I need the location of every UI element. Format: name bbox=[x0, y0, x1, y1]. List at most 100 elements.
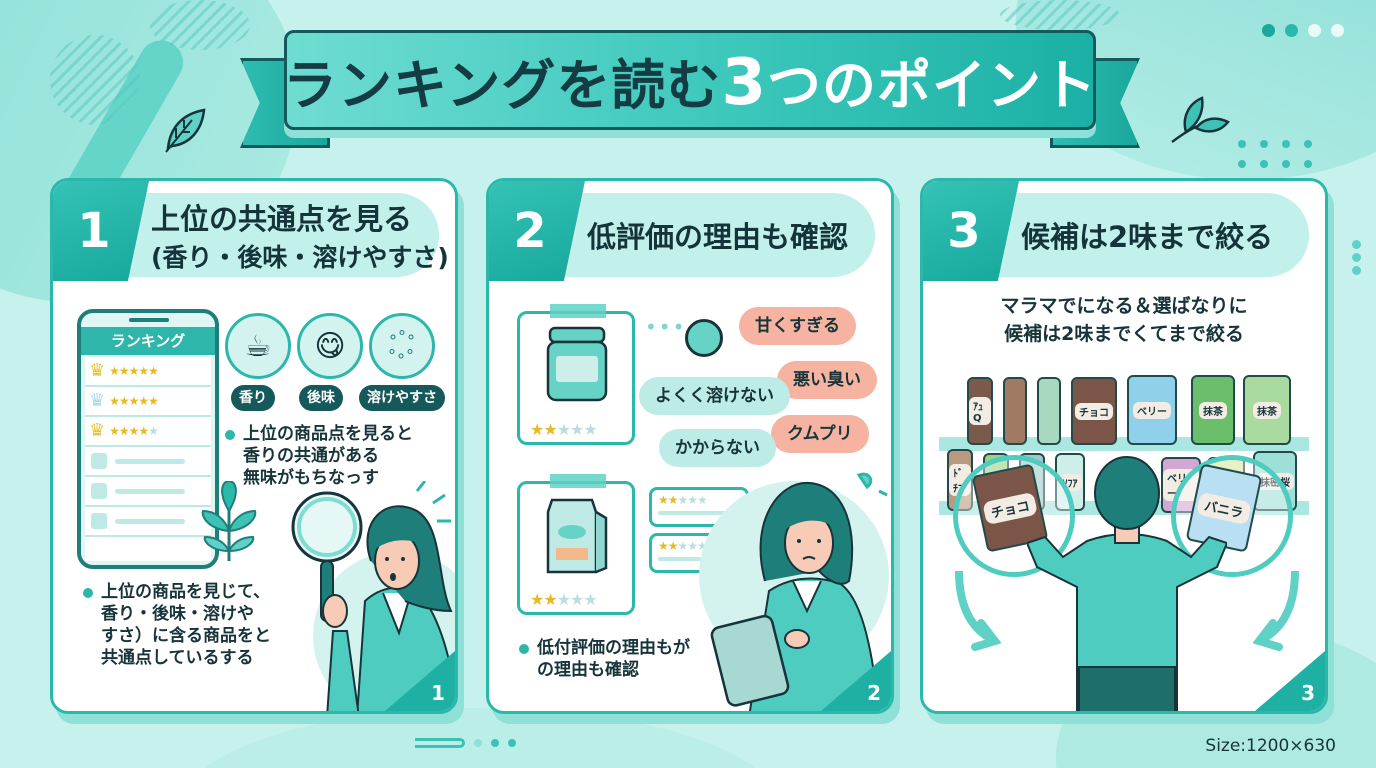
card-title: 上位の共通点を見る bbox=[151, 202, 413, 236]
arrow-curve-right-icon bbox=[1253, 571, 1299, 651]
tongue-smile-icon: 😋 bbox=[297, 313, 363, 379]
rating-stars: ★★★★★ bbox=[109, 424, 159, 438]
shelf-bottle bbox=[1037, 377, 1061, 445]
shelf-bottle bbox=[1003, 377, 1027, 445]
point-card-1: 1 上位の共通点を見る (香り・後味・溶けやすさ) ランキング ♛★★★★★ ♛… bbox=[50, 178, 458, 714]
header-pill bbox=[993, 193, 1309, 277]
text-line: 共通点しているする bbox=[101, 648, 254, 669]
title-part2: つのポイント bbox=[766, 53, 1097, 117]
text-line: 候補は2味までくてまで絞る bbox=[1004, 322, 1244, 345]
background-hatch bbox=[150, 0, 250, 50]
complaint-bubble: 悪い臭い bbox=[777, 361, 877, 399]
card-number: 3 bbox=[947, 203, 981, 259]
card-header: 2 低評価の理由も確認 bbox=[489, 181, 891, 281]
rating-stars: ★★★★★ bbox=[109, 364, 159, 378]
shelf-jar: 抹茶 bbox=[1191, 375, 1235, 445]
card-header-text: 上位の共通点を見る (香り・後味・溶けやすさ) bbox=[151, 193, 449, 277]
product-rating-stars: ★★★★★ bbox=[530, 420, 598, 439]
text-line: 香りの共通がある bbox=[243, 446, 379, 467]
review-stars: ★★★★★ bbox=[658, 539, 708, 553]
coffee-cup-icon: ☕ bbox=[225, 313, 291, 379]
branch-leaves-icon bbox=[1171, 96, 1230, 144]
corner-number-badge: 3 bbox=[1255, 651, 1325, 711]
card-title: 候補は2味まで絞る bbox=[1021, 220, 1274, 254]
text-line: 上位の商品を見じて、 bbox=[101, 582, 271, 602]
corner-number: 1 bbox=[431, 681, 445, 705]
ranking-row-3: ♛★★★★★ bbox=[85, 417, 211, 447]
text-line: の理由も確認 bbox=[537, 660, 639, 681]
item-label: 抹茶 bbox=[1253, 401, 1281, 419]
tape bbox=[550, 304, 606, 318]
crown-icon: ♛ bbox=[89, 360, 106, 381]
header-pill bbox=[559, 193, 875, 277]
item-label: ベリー bbox=[1133, 401, 1171, 419]
label-solubility: 溶けやすさ bbox=[359, 385, 445, 411]
label-aftertaste: 後味 bbox=[299, 385, 343, 411]
rating-stars: ★★★★★ bbox=[109, 394, 159, 408]
shelf-bottle: ｱｭQ bbox=[967, 377, 993, 445]
background-hatch bbox=[50, 35, 140, 125]
bullet-low-rating: 低付評価の理由もが の理由も確認 bbox=[519, 637, 690, 681]
banner-plate: ランキングを読む3つのポイント bbox=[283, 30, 1097, 130]
card-number: 2 bbox=[513, 203, 547, 259]
complaint-bubble: 甘くすぎる bbox=[739, 307, 856, 345]
phone-header: ランキング bbox=[81, 327, 215, 355]
corner-number: 3 bbox=[1301, 681, 1315, 705]
placeholder-row bbox=[85, 507, 211, 537]
card-title: 低評価の理由も確認 bbox=[587, 220, 849, 254]
decor-dots bbox=[1262, 24, 1344, 37]
title-banner: ランキングを読む3つのポイント bbox=[240, 30, 1140, 160]
background-hatch bbox=[1000, 0, 1120, 30]
header-pill bbox=[123, 193, 439, 277]
point-card-2: 2 低評価の理由も確認 ★★★★★ ••• 甘くすぎる 悪い臭い よくく溶けない… bbox=[486, 178, 894, 714]
corner-number: 2 bbox=[867, 681, 881, 705]
decor-dots bbox=[1352, 240, 1361, 275]
item-label: ｱｭQ bbox=[969, 397, 991, 425]
placeholder-row bbox=[85, 447, 211, 477]
product-bag-card: ★★★★★ bbox=[517, 474, 635, 615]
product-rating-stars: ★★★★★ bbox=[530, 590, 598, 609]
text-line: 低付評価の理由もが bbox=[537, 638, 690, 658]
card-body-text: マラマでになる＆選ばなりに 候補は2味までくてまで絞る bbox=[923, 293, 1325, 348]
decor-dots bbox=[415, 738, 516, 748]
card-header-text: 候補は2味まで絞る bbox=[1021, 193, 1309, 277]
arrow-curve-left-icon bbox=[955, 571, 1001, 651]
title-number: 3 bbox=[721, 45, 767, 120]
ranking-row-1: ♛★★★★★ bbox=[85, 357, 211, 387]
placeholder-row bbox=[85, 477, 211, 507]
size-label: Size:1200×630 bbox=[1205, 736, 1336, 756]
decor-dots bbox=[1238, 160, 1312, 168]
shelf-jar: 抹茶 bbox=[1243, 375, 1291, 445]
card-header: 3 候補は2味まで絞る bbox=[923, 181, 1325, 281]
shelf-bag: ベリー bbox=[1127, 375, 1177, 445]
complaint-bubble: かからない bbox=[659, 429, 776, 467]
tape bbox=[550, 474, 606, 488]
text-line: 上位の商品点を見ると bbox=[243, 424, 413, 444]
card-number: 1 bbox=[77, 203, 111, 259]
page-title: ランキングを読む3つのポイント bbox=[283, 41, 1097, 120]
complaint-bubble: よくく溶けない bbox=[639, 377, 790, 415]
ranking-list: ♛★★★★★ ♛★★★★★ ♛★★★★★ bbox=[85, 357, 211, 561]
point-card-3: 3 候補は2味まで絞る マラマでになる＆選ばなりに 候補は2味までくてまで絞る … bbox=[920, 178, 1328, 714]
complaint-bubble: クムプリ bbox=[771, 415, 869, 453]
man-choosing-illustration bbox=[1027, 456, 1227, 711]
review-stars: ★★★★★ bbox=[658, 493, 708, 507]
decor-dots bbox=[1238, 140, 1312, 148]
crown-icon: ♛ bbox=[89, 420, 106, 441]
label-aroma: 香り bbox=[231, 385, 275, 411]
bullet-top-points: 上位の商品点を見ると 香りの共通がある 無味がもちなっす bbox=[225, 423, 413, 489]
text-line: 香り・後味・溶けや bbox=[101, 604, 254, 625]
card-subtitle: (香り・後味・溶けやすさ) bbox=[151, 243, 449, 272]
text-line: 無味がもちなっす bbox=[243, 468, 379, 489]
woman-magnifier-illustration bbox=[291, 481, 455, 711]
protein-bag-icon bbox=[546, 498, 608, 574]
ranking-row-2: ♛★★★★★ bbox=[85, 387, 211, 417]
text-line: マラマでになる＆選ばなりに bbox=[1000, 295, 1248, 317]
product-jar-card: ★★★★★ bbox=[517, 304, 635, 445]
ellipsis-dots: ••• bbox=[645, 315, 687, 339]
bullet-bottom-points: 上位の商品を見じて、 香り・後味・溶けや すさ）に含る商品をと 共通点しているす… bbox=[83, 581, 271, 669]
crown-icon: ♛ bbox=[89, 390, 106, 411]
ranking-phone: ランキング ♛★★★★★ ♛★★★★★ ♛★★★★★ bbox=[77, 309, 219, 569]
card-header: 1 上位の共通点を見る (香り・後味・溶けやすさ) bbox=[53, 181, 455, 281]
shelf-jar: チョコ bbox=[1071, 377, 1117, 445]
